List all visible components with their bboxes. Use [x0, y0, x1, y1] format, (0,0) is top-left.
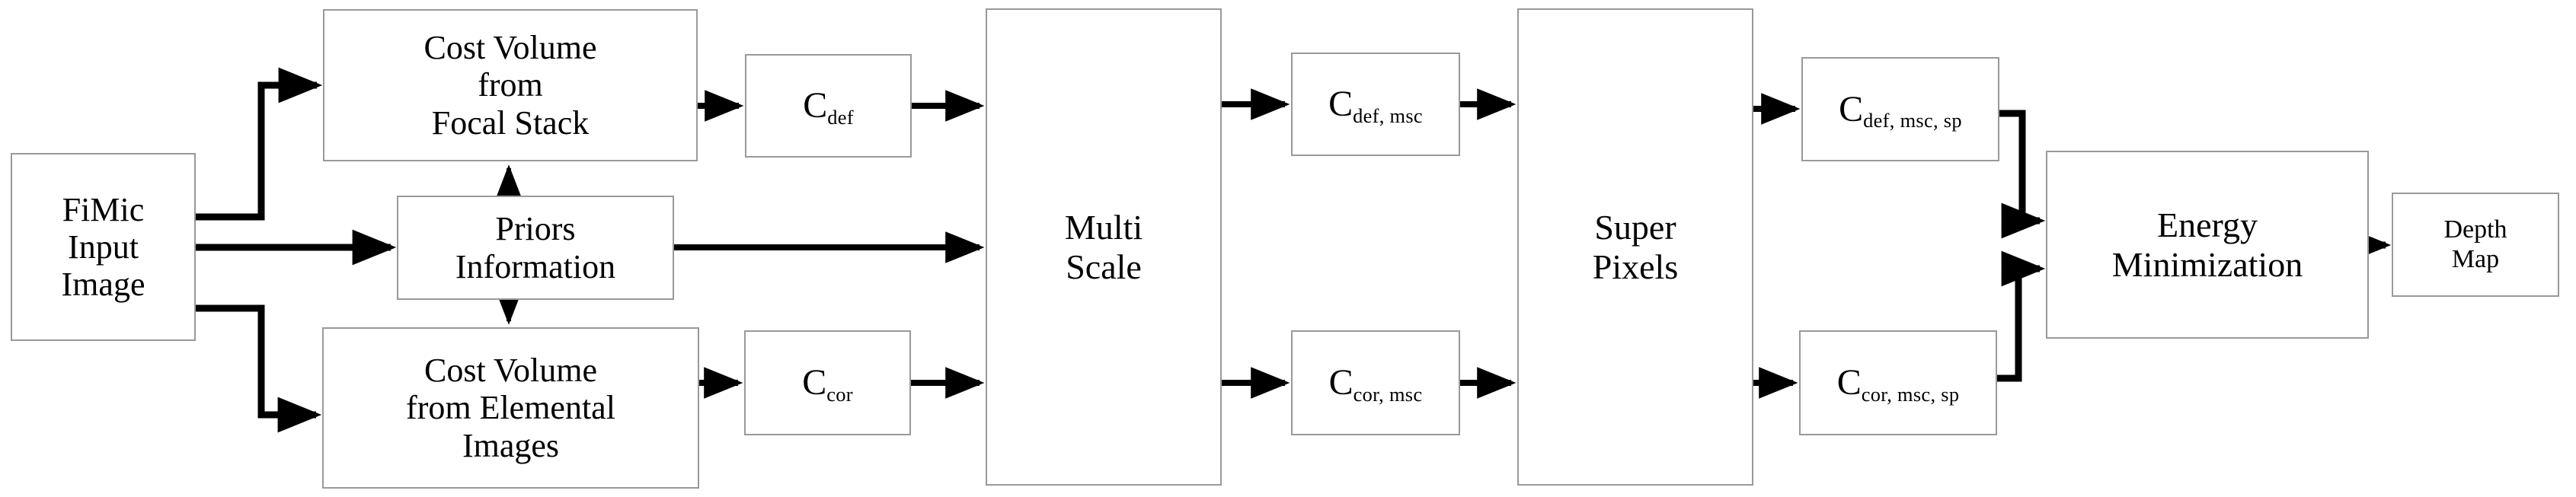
node-energy-minimization[interactable]: Energy Minimization — [2046, 151, 2369, 339]
node-cost-cor-msc-sp[interactable]: Ccor, msc, sp — [1799, 330, 1997, 435]
symbol-base: C — [802, 362, 827, 403]
symbol-base: C — [803, 85, 828, 126]
edge-fimic-to-cv-focal — [196, 67, 323, 221]
node-label: Cost Volume from Focal Stack — [423, 29, 597, 142]
symbol-subscript: def, msc, sp — [1863, 109, 1962, 132]
symbol-base: C — [1839, 88, 1864, 129]
symbol-subscript: cor, msc — [1353, 382, 1423, 406]
symbol-base: C — [1328, 362, 1354, 403]
symbol-subscript: cor — [826, 382, 853, 406]
node-label: Ccor, msc — [1325, 362, 1427, 406]
node-label: Priors Information — [455, 210, 616, 285]
node-label: Ccor — [797, 362, 858, 406]
symbol-base: C — [1328, 84, 1354, 125]
node-multi-scale[interactable]: Multi Scale — [986, 8, 1222, 486]
node-label: Cdef, msc — [1324, 84, 1427, 127]
edge-fimic-to-cv-elemental — [196, 304, 322, 433]
node-label: Cost Volume from Elemental Images — [406, 352, 615, 464]
node-label: Cdef — [798, 85, 858, 129]
node-cost-def-msc-sp[interactable]: Cdef, msc, sp — [1801, 57, 1999, 161]
node-label: Multi Scale — [1064, 207, 1143, 286]
node-priors-information[interactable]: Priors Information — [397, 196, 674, 300]
symbol-subscript: def — [827, 105, 854, 129]
node-label: Depth Map — [2443, 215, 2507, 273]
node-fimic-input[interactable]: FiMic Input Image — [11, 153, 196, 341]
symbol-subscript: cor, msc, sp — [1861, 382, 1960, 406]
node-cost-volume-elemental-images[interactable]: Cost Volume from Elemental Images — [322, 327, 699, 489]
node-cost-volume-focal-stack[interactable]: Cost Volume from Focal Stack — [323, 9, 698, 161]
node-label: Energy Minimization — [2111, 205, 2303, 284]
node-depth-map[interactable]: Depth Map — [2392, 193, 2559, 297]
node-cost-def[interactable]: Cdef — [745, 54, 912, 158]
node-cost-def-msc[interactable]: Cdef, msc — [1291, 53, 1460, 156]
node-label: Ccor, msc, sp — [1833, 362, 1964, 406]
symbol-subscript: def, msc — [1353, 104, 1423, 127]
symbol-base: C — [1836, 362, 1862, 403]
edge-ccormscsp-to-energy — [1997, 250, 2046, 382]
node-label: FiMic Input Image — [61, 190, 145, 304]
edge-cdefmscsp-to-energy — [1999, 110, 2046, 239]
node-label: Cdef, msc, sp — [1834, 88, 1967, 132]
node-cost-cor-msc[interactable]: Ccor, msc — [1291, 330, 1460, 435]
node-label: Super Pixels — [1592, 207, 1679, 286]
node-super-pixels[interactable]: Super Pixels — [1517, 8, 1753, 486]
node-cost-cor[interactable]: Ccor — [744, 330, 911, 435]
